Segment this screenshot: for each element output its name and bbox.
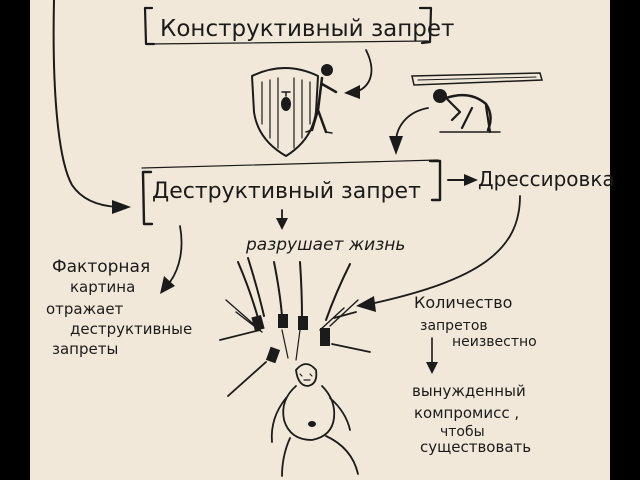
arrow-to-destructive (389, 107, 429, 155)
destructive-ban-box: Деструктивный запрет (141, 159, 442, 226)
right-note-line-4: вынужденный (412, 382, 526, 400)
constructive-ban-label: Конструктивный запрет (160, 16, 454, 42)
feedback-loop-arrow (52, 0, 131, 214)
right-note-line-1: Количество (414, 293, 512, 312)
sketch-frame (30, 0, 610, 480)
left-note-line-1: Факторная (52, 257, 150, 277)
arrow-to-factor-note (160, 225, 183, 294)
shield-bearer-icon (305, 64, 338, 134)
arrow-from-training-to-swords (356, 195, 521, 312)
right-note-line-2: запретов (420, 318, 488, 334)
left-note-line-4: деструктивные (70, 320, 192, 338)
constructive-ban-box: Конструктивный запрет (143, 6, 454, 46)
ban-count-note: Количество запретов неизвестно вынужденн… (412, 293, 537, 456)
destroys-life-label: разрушает жизнь (245, 235, 405, 255)
raised-stick-icon (411, 72, 543, 86)
seated-person-icon (270, 363, 359, 477)
left-note-line-2: картина (70, 278, 135, 296)
right-note-line-6: чтобы (440, 424, 485, 440)
left-note-line-5: запреты (52, 340, 118, 358)
shield-icon (251, 67, 319, 157)
destructive-ban-label: Деструктивный запрет (152, 179, 421, 204)
factor-picture-note: Факторная картина отражает деструктивные… (46, 257, 192, 358)
right-note-line-7: существовать (420, 438, 531, 456)
falling-swords-icon (219, 257, 371, 397)
arrow-to-training (447, 174, 478, 186)
left-note-line-3: отражает (46, 300, 124, 318)
arrow-to-shield (344, 49, 373, 99)
crouching-person-icon (433, 89, 501, 134)
training-label: Дрессировка (478, 167, 615, 191)
arrow-to-destroys-life (276, 209, 288, 230)
right-note-line-3: неизвестно (452, 334, 537, 350)
right-note-line-5: компромисс , (414, 404, 519, 422)
